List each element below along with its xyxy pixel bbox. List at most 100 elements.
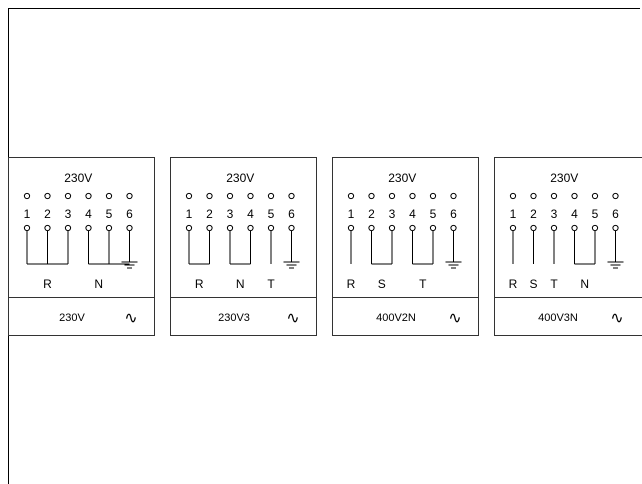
terminal-bottom-4 [409, 224, 416, 232]
phase-label: R [195, 277, 204, 291]
terminal-number-2: 2 [530, 207, 537, 221]
terminal-bottom-1 [509, 224, 517, 232]
terminal-top-2 [44, 192, 51, 200]
terminal-bottom-5 [429, 224, 437, 232]
terminal-number-3: 3 [227, 207, 234, 221]
terminal-bottom-3 [388, 224, 396, 232]
terminal-bottom-4 [571, 224, 578, 232]
config-label: 400V2N [376, 312, 416, 324]
terminal-number-5: 5 [268, 207, 275, 221]
terminal-top-1 [23, 192, 31, 200]
config-label: 230V3 [218, 312, 250, 324]
terminal-bottom-5 [591, 224, 599, 232]
terminal-bottom-4 [85, 224, 92, 232]
terminal-top-2 [368, 192, 375, 200]
terminal-bottom-1 [23, 224, 31, 232]
terminal-bottom-3 [550, 224, 558, 232]
terminal-top-6 [612, 192, 619, 200]
ac-symbol-icon: ∿ [124, 310, 137, 327]
terminal-top-1 [185, 192, 193, 200]
terminal-number-3: 3 [65, 207, 72, 221]
panel-box [170, 157, 317, 336]
ac-symbol-icon: ∿ [610, 310, 623, 327]
terminal-number-1: 1 [24, 207, 31, 221]
voltage-label: 230V [226, 171, 254, 185]
terminal-top-4 [247, 192, 254, 200]
terminal-top-5 [105, 192, 113, 200]
terminal-number-5: 5 [430, 207, 437, 221]
panel-box [332, 157, 479, 336]
terminal-bottom-6 [450, 224, 457, 232]
ac-symbol-icon: ∿ [448, 310, 461, 327]
voltage-label: 230V [550, 171, 578, 185]
phase-label: S [378, 277, 386, 291]
phase-label: N [94, 277, 103, 291]
terminal-bottom-6 [612, 224, 619, 232]
terminal-number-6: 6 [450, 207, 457, 221]
terminal-number-4: 4 [571, 207, 578, 221]
terminal-bottom-2 [44, 224, 51, 232]
terminal-bottom-1 [347, 224, 355, 232]
terminal-top-5 [591, 192, 599, 200]
terminal-top-3 [388, 192, 396, 200]
terminal-number-2: 2 [206, 207, 213, 221]
terminal-bottom-2 [368, 224, 375, 232]
terminal-bottom-5 [105, 224, 113, 232]
terminal-bottom-4 [247, 224, 254, 232]
terminal-bottom-2 [206, 224, 213, 232]
terminal-bottom-3 [226, 224, 234, 232]
terminal-top-4 [571, 192, 578, 200]
terminal-top-5 [267, 192, 275, 200]
phase-label: N [580, 277, 589, 291]
config-label: 400V3N [538, 312, 578, 324]
terminal-top-3 [226, 192, 234, 200]
phase-label: R [347, 277, 356, 291]
terminal-top-3 [64, 192, 72, 200]
terminal-number-5: 5 [106, 207, 113, 221]
voltage-label: 230V [388, 171, 416, 185]
terminal-number-1: 1 [186, 207, 193, 221]
phase-label: S [529, 277, 537, 291]
terminal-number-2: 2 [44, 207, 51, 221]
panel-box [494, 157, 642, 336]
phase-label: T [267, 277, 275, 291]
terminal-top-5 [429, 192, 437, 200]
terminal-number-6: 6 [126, 207, 133, 221]
config-label: 230V [59, 312, 85, 324]
terminal-top-4 [409, 192, 416, 200]
terminal-top-1 [347, 192, 355, 200]
panel-box [8, 157, 155, 336]
phase-label: T [550, 277, 558, 291]
terminal-top-3 [550, 192, 558, 200]
terminal-top-2 [206, 192, 213, 200]
terminal-bottom-3 [64, 224, 72, 232]
terminal-top-1 [509, 192, 517, 200]
terminal-number-3: 3 [551, 207, 558, 221]
terminal-number-6: 6 [612, 207, 619, 221]
voltage-label: 230V [64, 171, 92, 185]
phase-label: T [419, 277, 427, 291]
terminal-number-1: 1 [348, 207, 355, 221]
terminal-number-1: 1 [510, 207, 517, 221]
terminal-number-6: 6 [288, 207, 295, 221]
phase-label: R [43, 277, 52, 291]
terminal-top-6 [126, 192, 133, 200]
terminal-number-5: 5 [592, 207, 599, 221]
terminal-number-2: 2 [368, 207, 375, 221]
phase-label: R [509, 277, 518, 291]
terminal-top-6 [288, 192, 295, 200]
terminal-number-4: 4 [247, 207, 254, 221]
terminal-number-3: 3 [389, 207, 396, 221]
terminal-number-4: 4 [85, 207, 92, 221]
terminal-top-4 [85, 192, 92, 200]
terminal-bottom-1 [185, 224, 193, 232]
ac-symbol-icon: ∿ [286, 310, 299, 327]
terminal-top-6 [450, 192, 457, 200]
terminal-bottom-2 [530, 224, 537, 232]
terminal-number-4: 4 [409, 207, 416, 221]
